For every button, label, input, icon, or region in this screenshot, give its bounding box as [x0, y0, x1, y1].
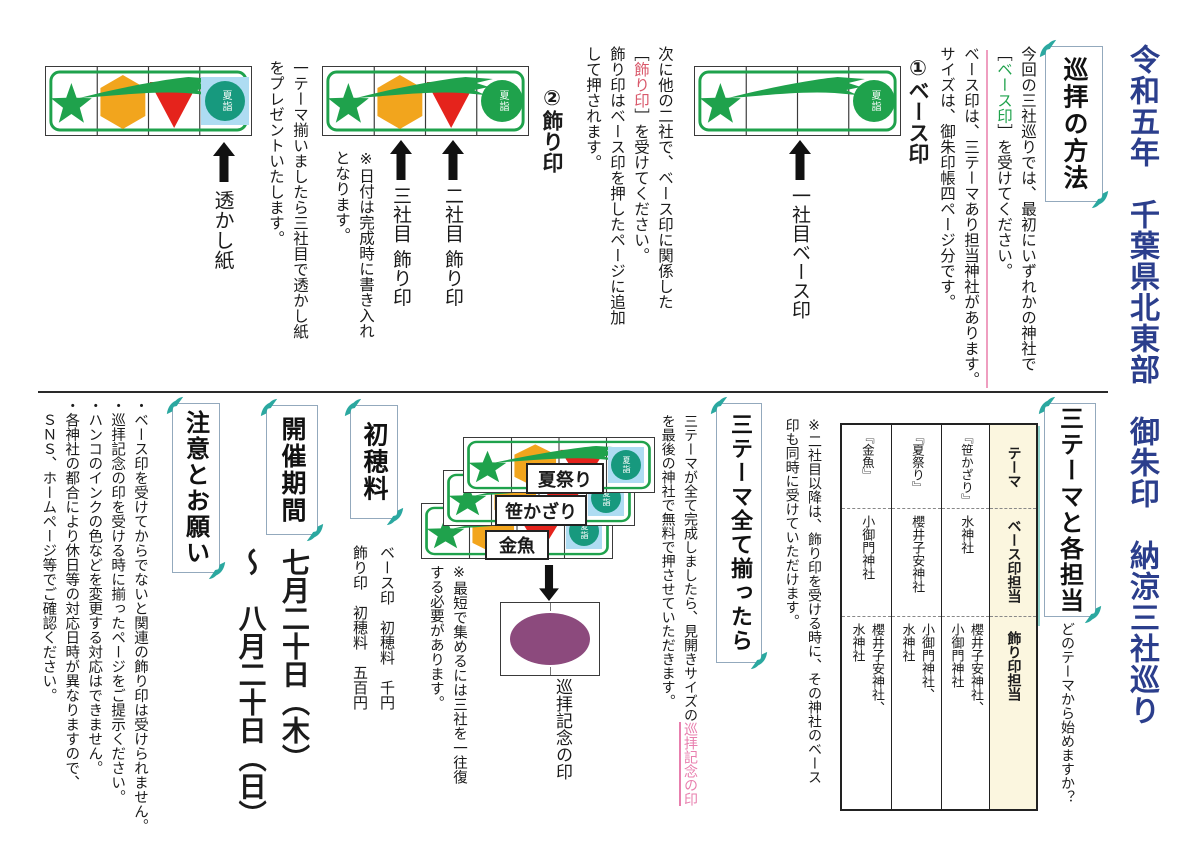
stamp-card-graphics [326, 67, 525, 135]
arrow-up-icon [211, 142, 237, 182]
fee-heading-box: 初穂料 [344, 398, 404, 526]
arrow-label-third: 三社目 飾り印 [390, 186, 412, 307]
stamp-card-graphics [49, 67, 248, 135]
period-dates: 七月二十日（木） 〜 八月二十日（日） [234, 548, 311, 828]
table-header-col: テーマ ベース印担当 飾り印担当 [990, 425, 1036, 809]
theme-table: 『金魚』 小御門神社 櫻井子安神社、 水神社 『夏祭り』 櫻井子安神社 小御門神… [840, 423, 1038, 811]
leaf-icon [305, 522, 325, 542]
leaf-icon [1038, 39, 1058, 59]
themes-heading: 三テーマと各担当 [1055, 406, 1084, 614]
header-deco: 飾り印担当 [1005, 631, 1022, 701]
theme-name: 『笹かざり』 [958, 431, 974, 506]
method-paragraph-1: 今回の三社巡りでは、最初にいずれかの神社で ［ベース印］を受けてください。 [994, 46, 1037, 372]
header-theme: テーマ [1005, 445, 1022, 488]
base-shrine: 水神社 [958, 515, 974, 554]
themes-heading-box: 三テーマと各担当 [1038, 396, 1102, 624]
arrow-up-icon [388, 140, 414, 180]
table-col-kingyo: 『金魚』 小御門神社 櫻井子安神社、 水神社 [842, 425, 892, 809]
notes-heading: 注意とお願い [181, 410, 210, 566]
base-stamp-emphasis: ベース印 [994, 61, 1013, 124]
leaf-icon [259, 398, 279, 418]
deco-shrines: 小御門神社、 水神社 [899, 623, 935, 701]
leaf-icon [1037, 396, 1057, 416]
star-icon [50, 83, 92, 123]
arrow-label-second: 二社目 飾り印 [442, 186, 464, 307]
leaf-icon [749, 650, 769, 670]
leaf-icon [343, 398, 363, 418]
leaf-icon [207, 560, 227, 580]
header-base: ベース印担当 [1005, 519, 1022, 603]
fee-heading: 初穂料 [360, 421, 389, 503]
deco-stamp-emphasis: 飾り印 [631, 61, 650, 109]
gift-note: 一テーマ揃いましたら三社目で透かし紙 をプレゼントいたします。 [266, 60, 309, 339]
theme-name: 『金魚』 [859, 431, 875, 481]
star-icon [327, 83, 369, 123]
natsumode-seal: 夏詣 [853, 80, 895, 122]
step2-label: ②飾り印 [540, 86, 564, 173]
page-title: 令和五年 千葉県北東部 御朱印 納涼三社巡り [1124, 44, 1159, 726]
memorial-stamp-ellipse [510, 613, 590, 665]
stamp-card-deco: 夏詣 [322, 66, 529, 136]
method-paragraph-2: ベース印は、三テーマあり担当神社があります。 サイズは、御朱印帳四ページ分です。 [937, 46, 980, 387]
memorial-stamp-emphasis: 巡拝記念の印 [679, 722, 698, 806]
complete-heading-box: 三テーマ全て揃ったら [710, 396, 768, 670]
leaf-icon [709, 396, 729, 416]
shortest-note: ※最短で集めるには三社を一往復 する必要があります。 [427, 565, 467, 784]
fee-lines: ベース印 初穂料 千円 飾り印 初穂料 五百円 [351, 545, 396, 710]
notes-heading-box: 注意とお願い [166, 396, 226, 580]
hexagon-icon [100, 75, 146, 129]
star-icon [699, 83, 741, 123]
base-shrine: 櫻井子安神社 [909, 515, 925, 593]
hexagon-icon [377, 75, 423, 129]
section-divider [38, 391, 1108, 393]
swoosh-icon [356, 77, 493, 98]
complete-paragraph: 三テーマが全て完成しましたら、見開きサイズの巡拝記念の印 を最後の神社で無料で押… [659, 414, 698, 806]
arrow-up-icon [787, 140, 813, 180]
swoosh-icon [79, 77, 216, 98]
card-label-sasakazari: 笹かざり [495, 495, 587, 526]
stamp-card-base: 夏詣 [694, 66, 901, 136]
natsumode-seal: 夏詣 [481, 80, 523, 122]
arrow-down-icon [536, 565, 562, 601]
memorial-stamp-label: 巡拝記念の印 [552, 678, 572, 780]
deco-shrines: 櫻井子安神社、 小御門神社 [948, 623, 984, 714]
theme-name: 『夏祭り』 [909, 431, 925, 494]
leaf-icon [1083, 604, 1103, 624]
base-shrine: 小御門神社 [859, 515, 875, 580]
gift-arrow-label: 透かし紙 [211, 190, 235, 270]
step1-label: ①ベース印 [906, 56, 930, 164]
complete-heading: 三テーマ全て揃ったら [727, 413, 752, 653]
table-col-sasakazari: 『笹かざり』 水神社 櫻井子安神社、 小御門神社 [942, 425, 990, 809]
stamp-card-complete: 夏詣 [45, 66, 252, 136]
themes-question: どのテーマから始めますか？ [1059, 622, 1075, 804]
date-note: ※日付は完成時に書き入れ となります。 [332, 150, 375, 339]
method-heading: 巡拝の方法 [1060, 56, 1089, 192]
side-note: ※二社目以降は、飾り印を受ける時に、その神社のベース 印も同時に受けていただけま… [783, 418, 822, 784]
step2-paragraph: 次に他の二社で、ベース印に関係した ［飾り印］を受けてください。 飾り印はベース… [583, 46, 674, 325]
period-heading-box: 開催期間 [260, 398, 324, 542]
pink-rule [986, 50, 988, 388]
method-heading-box: 巡拝の方法 [1039, 39, 1109, 209]
stamp-card-graphics [698, 67, 897, 135]
step1-arrow-label: 一社目ベース印 [789, 186, 811, 319]
swoosh-icon [728, 77, 865, 98]
card-label-natsumatsuri: 夏祭り [526, 463, 604, 494]
deco-shrines: 櫻井子安神社、 水神社 [849, 623, 885, 714]
triangle-icon [426, 82, 476, 128]
memorial-stamp-box [500, 602, 600, 676]
leaf-icon [165, 396, 185, 416]
leaf-icon [385, 506, 405, 526]
teal-rule [1037, 426, 1040, 626]
period-heading: 開催期間 [278, 416, 307, 524]
leaf-icon [1090, 189, 1110, 209]
table-col-natsumatsuri: 『夏祭り』 櫻井子安神社 小御門神社、 水神社 [892, 425, 942, 809]
notes-items: ・ベース印を受けてからでないと関連の飾り印は受けられません。 ・巡拝記念の印を受… [40, 398, 148, 833]
natsumode-seal: 夏詣 [205, 81, 245, 121]
arrow-up-icon [440, 140, 466, 180]
card-label-kingyo: 金魚 [485, 530, 549, 560]
triangle-icon [149, 82, 199, 128]
